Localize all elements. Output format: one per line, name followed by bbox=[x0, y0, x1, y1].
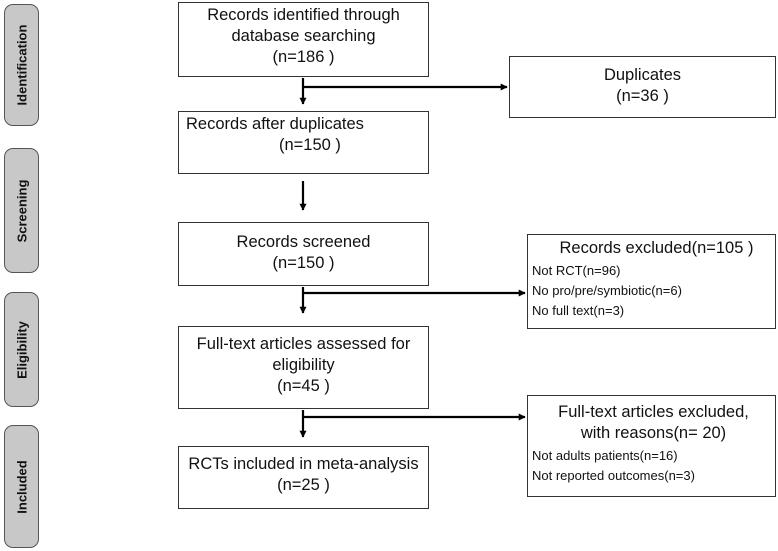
fulltext-assessed-box: Full-text articles assessed for eligibil… bbox=[178, 326, 429, 409]
records-screened-label: Records screened bbox=[236, 233, 371, 251]
stage-identification: Identification bbox=[4, 4, 39, 126]
records-identified-line2: database searching bbox=[231, 27, 376, 45]
fulltext-assessed-line2: eligibility bbox=[272, 356, 335, 374]
stage-screening: Screening bbox=[4, 148, 39, 273]
fulltext-excluded-reason: Not reported outcomes(n=3) bbox=[532, 468, 695, 483]
rcts-included-box: RCTs included in meta-analysis (n=25 ) bbox=[178, 446, 429, 509]
records-excluded-box: Records excluded(n=105 ) Not RCT(n=96) N… bbox=[527, 234, 776, 329]
rcts-included-count: (n=25 ) bbox=[277, 476, 330, 494]
records-identified-line1: Records identified through bbox=[207, 6, 400, 24]
records-identified-box: Records identified through database sear… bbox=[178, 2, 429, 77]
fulltext-excluded-line2: with reasons(n= 20) bbox=[580, 424, 727, 442]
records-screened-count: (n=150 ) bbox=[272, 254, 335, 272]
duplicates-box: Duplicates (n=36 ) bbox=[509, 56, 776, 118]
rcts-included-label: RCTs included in meta-analysis bbox=[188, 455, 419, 473]
fulltext-assessed-line1: Full-text articles assessed for bbox=[196, 335, 411, 353]
fulltext-excluded-reason: Not adults patients(n=16) bbox=[532, 448, 678, 463]
excluded-reason: Not RCT(n=96) bbox=[532, 263, 621, 278]
records-identified-count: (n=186 ) bbox=[272, 48, 335, 66]
fulltext-excluded-box: Full-text articles excluded, with reason… bbox=[527, 395, 776, 497]
excluded-reason: No pro/pre/symbiotic(n=6) bbox=[532, 283, 682, 298]
records-screened-box: Records screened (n=150 ) bbox=[178, 222, 429, 286]
stage-included: Included bbox=[4, 425, 39, 548]
duplicates-title: Duplicates bbox=[603, 66, 682, 84]
duplicates-count: (n=36 ) bbox=[616, 87, 669, 105]
records-after-duplicates-label: Records after duplicates bbox=[186, 115, 364, 133]
records-excluded-title: Records excluded(n=105 ) bbox=[559, 239, 754, 257]
fulltext-excluded-line1: Full-text articles excluded, bbox=[558, 403, 749, 421]
stage-eligibility: Eligibility bbox=[4, 292, 39, 407]
fulltext-assessed-count: (n=45 ) bbox=[277, 377, 330, 395]
excluded-reason: No full text(n=3) bbox=[532, 303, 625, 318]
records-after-duplicates-box: Records after duplicates (n=150 ) bbox=[178, 111, 429, 174]
records-after-duplicates-count: (n=150 ) bbox=[279, 136, 341, 154]
